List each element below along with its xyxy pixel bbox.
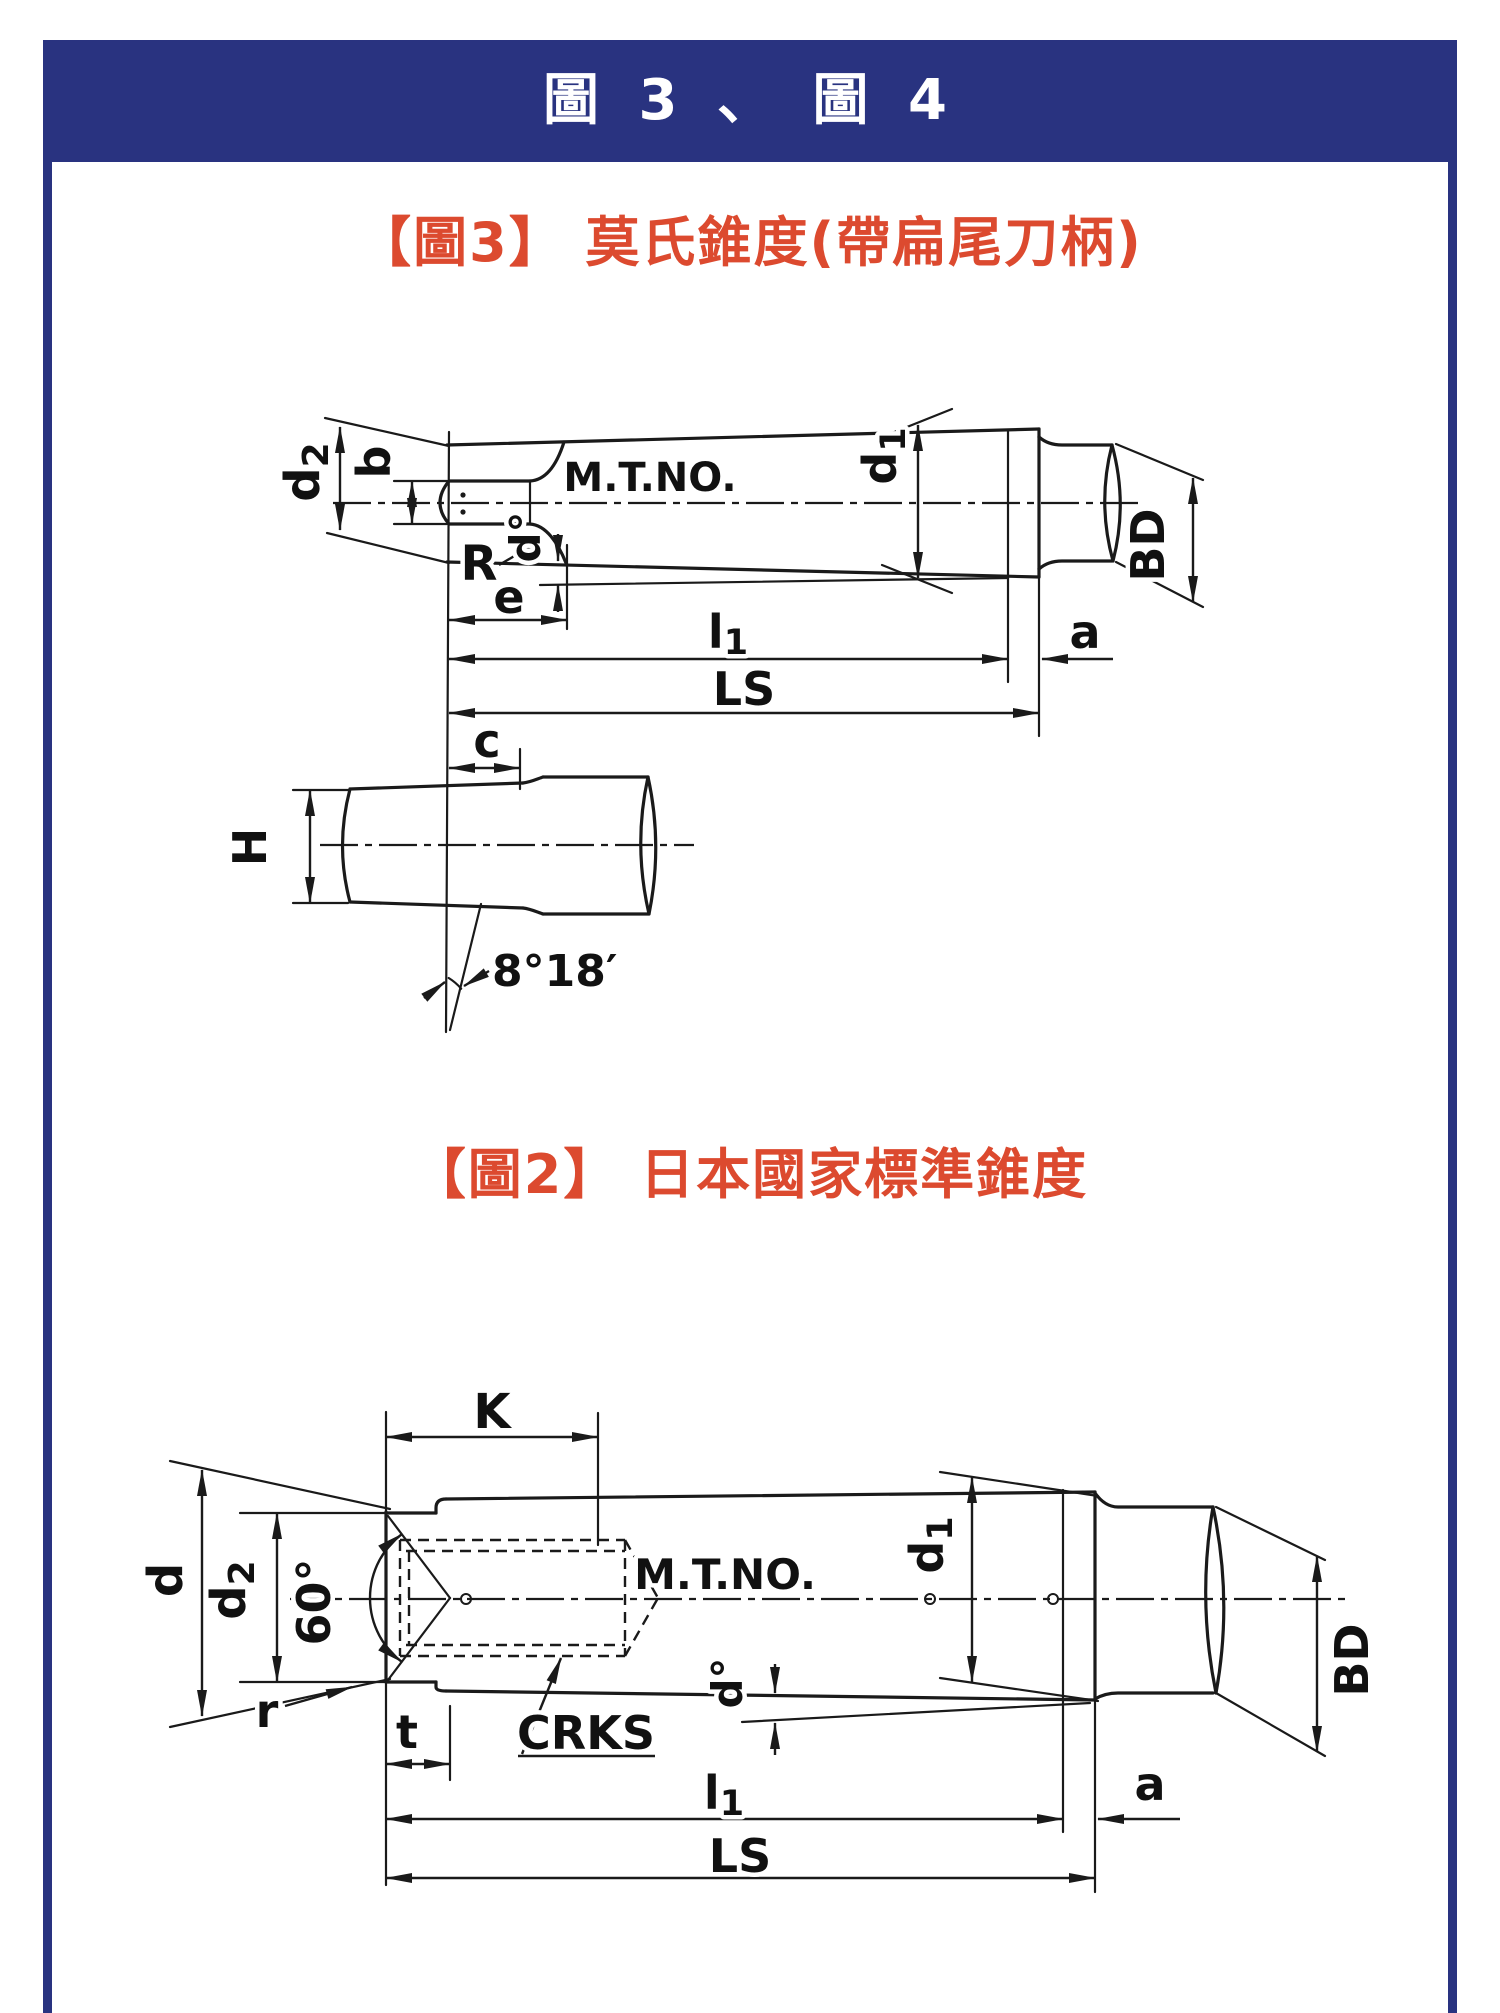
figure2-drawing: K d d2 60° r t CRKS M.T.NO. d1 d° BD l1 … xyxy=(134,1380,1384,1894)
dim-label-d1-fig2: d1 xyxy=(900,1516,961,1573)
dim-label-d: d xyxy=(138,1563,194,1597)
figure3-extension-lines xyxy=(291,407,1205,1034)
dim-label-l1-fig2: l1 xyxy=(704,1766,744,1824)
dim-label-BD-fig3: BD xyxy=(1121,508,1175,581)
dim-label-a-fig3: a xyxy=(1069,605,1100,659)
left-border-strip xyxy=(43,40,52,2013)
figure2-extension-lines xyxy=(168,1410,1327,1894)
label-mtno-fig2: M.T.NO. xyxy=(634,1550,816,1599)
dim-label-r: r xyxy=(256,1684,279,1738)
figure2-dimension-lines xyxy=(197,1432,1322,1883)
label-mtno-fig3: M.T.NO. xyxy=(563,455,736,501)
dim-label-d-deg-fig3: d° xyxy=(501,511,550,562)
label-crks: CRKS xyxy=(517,1706,655,1760)
dim-label-R: R xyxy=(461,536,498,592)
figure3-dimension-lines xyxy=(305,424,1198,1002)
dim-label-c: c xyxy=(473,714,500,768)
dim-label-LS-fig3: LS xyxy=(713,662,775,716)
page-title: 圖 3 、 圖 4 xyxy=(543,68,957,133)
right-border-strip xyxy=(1448,40,1457,2013)
dim-label-b: b xyxy=(347,446,401,479)
figure3-tang-detail-outline xyxy=(340,775,658,916)
dim-label-tang-angle: 8°18′ xyxy=(492,946,617,997)
figure3-body-outline xyxy=(438,427,1122,579)
dim-label-d1-fig3: d1 xyxy=(853,427,914,484)
dim-label-d-deg-fig2: d° xyxy=(703,1657,752,1708)
dim-label-t: t xyxy=(396,1705,418,1759)
dim-label-60deg: 60° xyxy=(287,1558,341,1645)
figure3-title: 【圖3】 莫氏錐度(帶扁尾刀柄) xyxy=(357,211,1143,274)
dim-label-d2: d2 xyxy=(275,442,337,501)
dim-label-a-fig2: a xyxy=(1134,1757,1165,1811)
dim-label-BD-fig2: BD xyxy=(1325,1623,1379,1696)
dim-label-H: H xyxy=(223,828,277,867)
header-band: 圖 3 、 圖 4 xyxy=(43,40,1457,162)
figure2-title: 【圖2】 日本國家標準錐度 xyxy=(411,1143,1089,1206)
dim-label-e: e xyxy=(493,570,524,624)
dim-label-K: K xyxy=(473,1384,512,1440)
dim-label-l1-fig3: l1 xyxy=(708,605,748,663)
dim-label-LS-fig2: LS xyxy=(709,1829,771,1883)
dim-label-d2-fig2: d2 xyxy=(201,1560,263,1619)
figure3-drawing: d2 b R e M.T.NO. d° d1 BD a l1 LS c H 8°… xyxy=(219,407,1205,1034)
